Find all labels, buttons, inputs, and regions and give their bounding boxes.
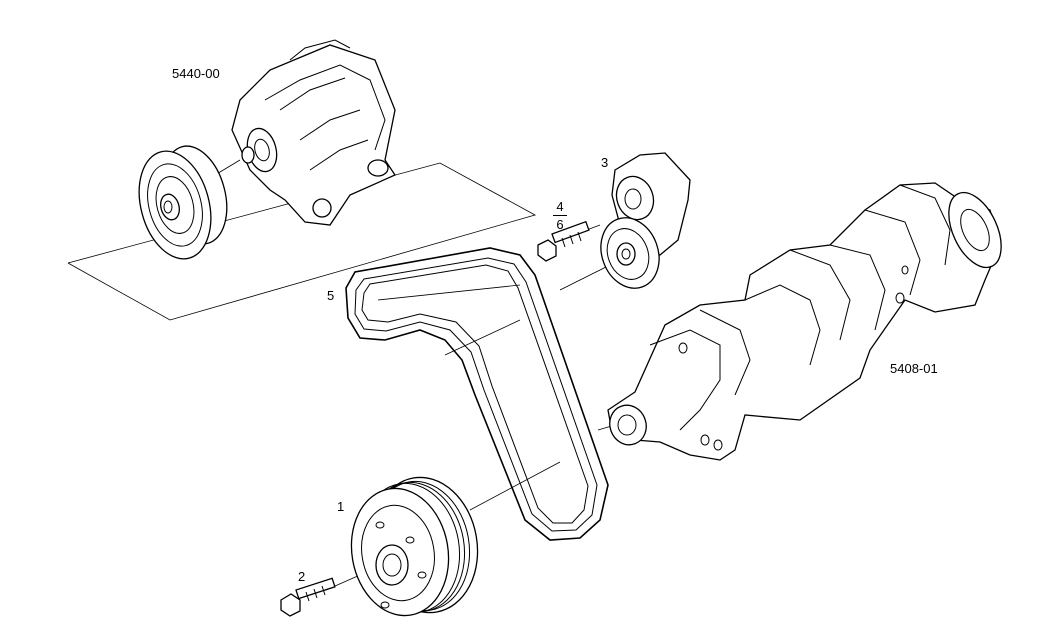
label-4-6: 4 6 xyxy=(553,200,567,231)
alternator-pulley xyxy=(138,145,228,260)
fraction-bar xyxy=(553,215,567,216)
label-2: 2 xyxy=(298,569,306,584)
poly-v-belt xyxy=(345,247,609,541)
label-5: 5 xyxy=(327,288,335,303)
label-5440-00: 5440-00 xyxy=(172,66,220,81)
alternator xyxy=(231,39,396,226)
crankshaft xyxy=(607,182,1002,461)
crankshaft-pulley xyxy=(350,476,479,617)
label-4: 4 xyxy=(556,199,564,214)
pulley-screw xyxy=(280,577,336,617)
tensioner-bolt xyxy=(537,220,590,262)
label-1: 1 xyxy=(337,499,345,514)
label-6: 6 xyxy=(556,217,564,232)
belt-tensioner xyxy=(600,152,691,289)
label-3: 3 xyxy=(601,155,609,170)
label-5408-01: 5408-01 xyxy=(890,361,938,376)
